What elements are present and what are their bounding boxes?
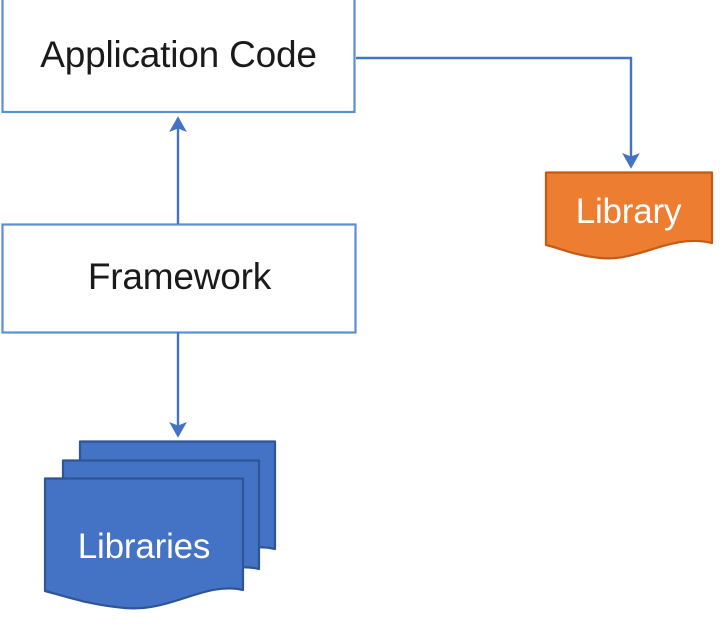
- connector-app-code-to-library: [356, 56, 640, 169]
- libraries-document-front[interactable]: [43, 477, 245, 610]
- framework-box[interactable]: [1, 223, 357, 334]
- library-document-shape[interactable]: [544, 171, 714, 260]
- application-code-box[interactable]: [1, 0, 356, 114]
